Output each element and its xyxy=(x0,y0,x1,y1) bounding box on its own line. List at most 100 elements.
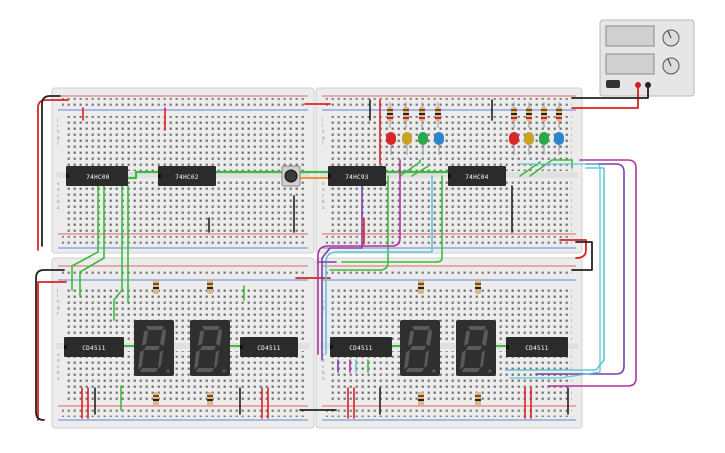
chip-label: CD4511 xyxy=(257,345,281,352)
resistor xyxy=(526,102,532,128)
negative-terminal[interactable] xyxy=(645,82,651,88)
led-red xyxy=(509,132,519,155)
resistor xyxy=(387,102,393,128)
resistor xyxy=(541,102,547,128)
wire-purple xyxy=(321,181,363,361)
row-labels-top-left: j i h g f e d c b a xyxy=(56,117,60,210)
power-supply[interactable] xyxy=(599,19,695,97)
led-blue xyxy=(434,132,444,155)
chip-label: 74HC93 xyxy=(345,174,369,181)
wire-red xyxy=(37,281,67,421)
row-letter: b xyxy=(322,199,325,204)
led-bank-left xyxy=(386,132,444,155)
resistor xyxy=(556,102,562,128)
row-letter: a xyxy=(57,205,60,210)
resistor xyxy=(419,102,425,128)
chip-cd4511-2: CD4511 xyxy=(240,337,298,357)
wire-cyan xyxy=(505,167,605,371)
seven-segment-display-4 xyxy=(456,320,496,376)
resistor-bank-top xyxy=(387,102,562,128)
wire-black xyxy=(571,87,649,99)
row-letter: d xyxy=(322,358,325,363)
resistor xyxy=(153,280,159,294)
row-labels-bottom-left: j i h g f e d c b a xyxy=(56,287,60,381)
row-letter: a xyxy=(57,376,60,381)
wire-green xyxy=(71,185,99,291)
wire-magenta xyxy=(547,159,637,387)
row-letter: f xyxy=(322,311,324,316)
wire-black xyxy=(41,95,61,247)
led-red xyxy=(386,132,396,155)
led-yellow xyxy=(524,132,534,155)
chip-label: CD4511 xyxy=(349,345,373,352)
resistor xyxy=(418,280,424,294)
resistor xyxy=(511,102,517,128)
row-letter: h xyxy=(322,299,325,304)
wire-red xyxy=(37,99,69,251)
wire-magenta xyxy=(317,159,401,355)
row-letter: e xyxy=(57,181,60,186)
resistor-bank-bottom xyxy=(153,280,481,406)
resistor xyxy=(207,392,213,406)
row-letter: g xyxy=(322,305,325,310)
wire-black xyxy=(35,269,65,421)
chip-74hc04: 74HC04 xyxy=(448,166,506,186)
resistor xyxy=(153,392,159,406)
breadboard-bottom-left xyxy=(51,257,315,429)
row-letter: e xyxy=(322,181,325,186)
resistor xyxy=(207,280,213,294)
wire-green xyxy=(341,175,443,263)
row-letter: c xyxy=(322,193,325,198)
seven-segment-display-2 xyxy=(190,320,230,376)
row-letter: i xyxy=(57,293,58,298)
row-letter: d xyxy=(322,187,325,192)
row-letter: h xyxy=(322,129,325,134)
row-letter: h xyxy=(57,299,60,304)
wire-green xyxy=(113,185,123,321)
row-letter: f xyxy=(322,141,324,146)
row-letter: j xyxy=(56,117,58,122)
chip-label: CD4511 xyxy=(525,345,549,352)
row-letter: j xyxy=(321,117,323,122)
chip-label: CD4511 xyxy=(82,345,106,352)
row-letter: h xyxy=(57,129,60,134)
row-letter: d xyxy=(57,358,60,363)
row-letter: g xyxy=(57,135,60,140)
wire-purple xyxy=(535,163,625,375)
positive-terminal[interactable] xyxy=(635,82,641,88)
led-yellow xyxy=(402,132,412,155)
power-switch[interactable] xyxy=(606,80,620,88)
row-letter: f xyxy=(57,141,59,146)
row-letter: e xyxy=(322,352,325,357)
led-green xyxy=(418,132,428,155)
resistor xyxy=(418,392,424,406)
row-letter: g xyxy=(322,135,325,140)
led-blue xyxy=(554,132,564,155)
wire-red xyxy=(571,87,639,109)
wire-green xyxy=(79,185,105,297)
chip-cd4511-4: CD4511 xyxy=(506,337,568,357)
wire-red xyxy=(559,239,587,259)
resistor xyxy=(475,392,481,406)
row-letter: b xyxy=(57,370,60,375)
chip-74hc02: 74HC02 xyxy=(158,166,216,186)
row-letter: d xyxy=(57,187,60,192)
row-letter: c xyxy=(322,364,325,369)
led-bank-right xyxy=(509,132,564,155)
row-labels-top-right: j i h g f e d c b a xyxy=(321,117,325,210)
wire-cyan xyxy=(509,163,601,379)
chip-cd4511-1: CD4511 xyxy=(64,337,124,357)
row-letter: g xyxy=(57,305,60,310)
led-green xyxy=(539,132,549,155)
seven-segment-display-3 xyxy=(400,320,440,376)
row-letter: b xyxy=(322,370,325,375)
resistor xyxy=(475,280,481,294)
resistor xyxy=(403,102,409,128)
wire-black xyxy=(571,241,593,271)
push-button[interactable] xyxy=(281,165,301,187)
row-letter: e xyxy=(57,352,60,357)
chip-label: 74HC02 xyxy=(175,174,199,181)
row-letter: i xyxy=(57,123,58,128)
push-button-cap-icon[interactable] xyxy=(284,169,298,183)
